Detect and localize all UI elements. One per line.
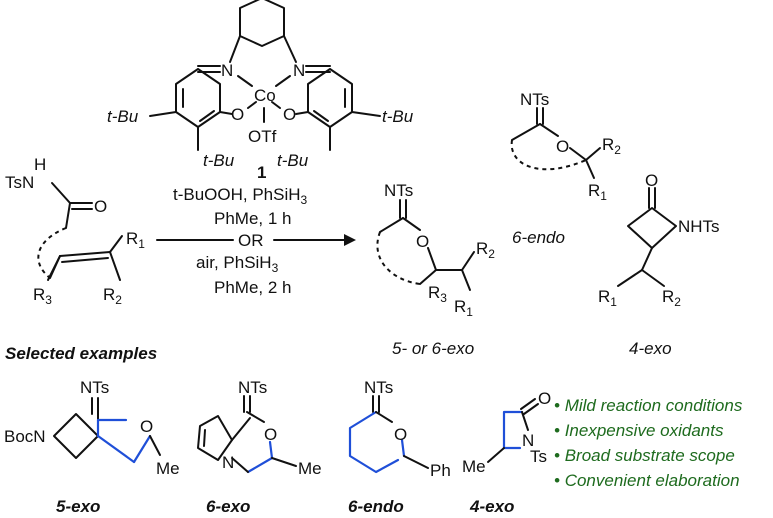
example-6exo-me: Me — [298, 459, 322, 478]
product-4exo-nhts: NHTs — [678, 217, 720, 236]
catalyst-tbu-2: t-Bu — [382, 107, 414, 126]
conditions-line-2: PhMe, 1 h — [214, 209, 292, 228]
example-6exo-label: 6-exo — [206, 497, 250, 516]
catalyst-n-left: N — [221, 61, 233, 80]
highlight-item-4: • Convenient elaboration — [554, 471, 740, 490]
arrow-head — [344, 234, 356, 246]
catalyst-tbu-4: t-Bu — [277, 151, 309, 170]
product-4exo-structure — [617, 187, 677, 287]
example-6endo-nts: NTs — [364, 378, 393, 397]
catalyst-o-left: O — [231, 105, 244, 124]
product-4exo-label: 4-exo — [629, 339, 672, 358]
catalyst-counterion: OTf — [248, 127, 277, 146]
example-6exo-n: N — [222, 453, 234, 472]
example-4exo-structure — [487, 398, 539, 463]
product-exo-r2: R2 — [476, 239, 495, 261]
substrate-r1: R1 — [126, 229, 145, 251]
catalyst-number: 1 — [257, 163, 266, 182]
catalyst-structure — [149, 0, 381, 151]
example-5exo-nts: NTs — [80, 378, 109, 397]
example-4exo-o: O — [538, 389, 551, 408]
substrate-structure — [37, 182, 123, 281]
product-endo-nts: NTs — [520, 90, 549, 109]
example-5exo-o: O — [140, 417, 153, 436]
product-exo-r3: R3 — [428, 283, 447, 305]
substrate-carbonyl-o: O — [94, 197, 107, 216]
product-endo-label: 6-endo — [512, 228, 565, 247]
example-6exo-nts: NTs — [238, 378, 267, 397]
conditions-or: OR — [238, 231, 264, 250]
highlight-item-2: • Inexpensive oxidants — [554, 421, 724, 440]
examples-heading: Selected examples — [5, 344, 157, 363]
substrate-r3: R3 — [33, 285, 52, 307]
product-endo-o: O — [556, 137, 569, 156]
example-4exo-n: N — [522, 431, 534, 450]
conditions-line-3: air, PhSiH3 — [196, 253, 279, 275]
highlight-item-3: • Broad substrate scope — [554, 446, 735, 465]
example-6exo-o: O — [264, 425, 277, 444]
example-6exo-structure — [197, 395, 297, 474]
example-5exo-structure — [53, 397, 161, 464]
example-5exo-me: Me — [156, 459, 180, 478]
example-6endo-label: 6-endo — [348, 497, 404, 516]
product-exo-structure — [376, 199, 475, 291]
product-4exo-r2: R2 — [662, 287, 681, 309]
product-endo-r1: R1 — [588, 181, 607, 203]
product-endo-r2: R2 — [602, 135, 621, 157]
conditions-line-4: PhMe, 2 h — [214, 278, 292, 297]
product-exo-nts: NTs — [384, 181, 413, 200]
highlight-item-1: • Mild reaction conditions — [554, 396, 743, 415]
catalyst-tbu-1: t-Bu — [107, 107, 139, 126]
catalyst-tbu-3: t-Bu — [203, 151, 235, 170]
example-5exo-label: 5-exo — [56, 497, 100, 516]
substrate-r2: R2 — [103, 285, 122, 307]
example-6endo-o: O — [394, 425, 407, 444]
example-4exo-label: 4-exo — [469, 497, 514, 516]
product-exo-label: 5- or 6-exo — [392, 339, 474, 358]
example-6endo-ph: Ph — [430, 461, 451, 480]
product-4exo-r1: R1 — [598, 287, 617, 309]
product-endo-structure — [510, 107, 601, 179]
substrate-amide-h: H — [34, 155, 46, 174]
conditions-line-1: t-BuOOH, PhSiH3 — [173, 185, 308, 207]
example-6endo-structure — [348, 395, 429, 474]
example-4exo-me: Me — [462, 457, 486, 476]
product-4exo-o: O — [645, 171, 658, 190]
catalyst-o-right: O — [283, 105, 296, 124]
substrate-amide-n: TsN — [5, 173, 34, 192]
product-exo-o: O — [416, 232, 429, 251]
catalyst-metal: Co — [254, 86, 276, 105]
product-exo-r1: R1 — [454, 297, 473, 319]
example-4exo-ts: Ts — [530, 447, 547, 466]
example-5exo-bocn: BocN — [4, 427, 46, 446]
catalyst-n-right: N — [293, 61, 305, 80]
